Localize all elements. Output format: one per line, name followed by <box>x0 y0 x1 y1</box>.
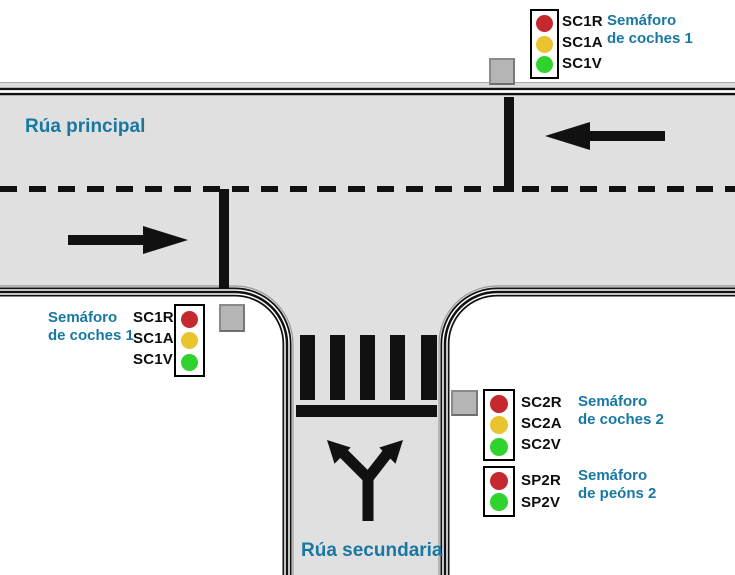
sc1-left-labels: SC1R SC1A SC1V <box>133 307 174 370</box>
sc2-green-label: SC2V <box>521 436 561 453</box>
sc1-top-title-line2: de coches 1 <box>607 30 693 47</box>
sc2-amber-light <box>490 416 508 434</box>
sp2-red-light <box>490 471 508 490</box>
curb-left-inner <box>0 290 289 575</box>
bifurcation-branch-left <box>336 446 371 481</box>
sc1-top-green-label: SC1V <box>562 55 602 72</box>
sc1-left-amber-label: SC1A <box>133 330 174 347</box>
signal-cabinet-right <box>451 390 478 416</box>
bifurcation-stem <box>362 470 374 521</box>
sc1-left-amber-light <box>181 332 198 349</box>
crosswalk-stop-bar <box>296 405 437 417</box>
curb-right-inner <box>443 290 735 575</box>
traffic-light-sc1-top <box>530 9 559 79</box>
stop-line-bottom-lane <box>219 189 229 288</box>
sc1-top-title-line1: Semáforo <box>607 12 677 29</box>
sc1-left-title-line1: Semáforo <box>48 309 118 326</box>
sc1-top-red-light <box>536 14 553 32</box>
lane-arrow-left <box>545 122 665 150</box>
gutter-line-left <box>0 285 294 575</box>
sp2-green-label: SP2V <box>521 493 561 511</box>
sc2-title-line2: de coches 2 <box>578 411 664 428</box>
sp2-green-light <box>490 493 508 512</box>
sp2-labels: SP2R SP2V <box>521 469 561 513</box>
sidewalk-edge-line <box>0 82 735 83</box>
main-road-label: Rúa principal <box>25 116 146 137</box>
sc1-left-green-light <box>181 353 198 371</box>
crosswalk-stripe <box>330 335 345 400</box>
signal-cabinet-left <box>219 304 245 332</box>
sc1-top-amber-light <box>536 35 553 53</box>
sc1-top-title: Semáforo de coches 1 <box>607 12 693 48</box>
sc2-title: Semáforo de coches 2 <box>578 393 664 429</box>
crosswalk-stripe <box>300 335 315 400</box>
junction-curb-right <box>440 287 735 575</box>
sp2-title-line1: Semáforo <box>578 467 648 484</box>
sc1-left-red-light <box>181 310 198 328</box>
sc1-left-red-label: SC1R <box>133 309 174 326</box>
sc2-title-line1: Semáforo <box>578 393 648 410</box>
lane-arrow-right <box>68 226 188 254</box>
sp2-title-line2: de peóns 2 <box>578 485 657 502</box>
sc2-amber-label: SC2A <box>521 415 562 432</box>
crosswalk <box>296 335 437 417</box>
sc1-left-green-label: SC1V <box>133 351 173 368</box>
stop-line-top-lane <box>504 97 514 192</box>
sidewalk-strip <box>0 83 735 88</box>
sc1-left-title: Semáforo de coches 1 <box>48 309 134 345</box>
crosswalk-stripe <box>360 335 375 400</box>
sc1-top-red-label: SC1R <box>562 13 603 30</box>
sc1-top-labels: SC1R SC1A SC1V <box>562 11 603 74</box>
bifurcation-head-left <box>327 440 351 464</box>
sp2-red-label: SP2R <box>521 471 561 489</box>
sc1-left-title-line2: de coches 1 <box>48 327 134 344</box>
crosswalk-stripe <box>421 335 437 400</box>
sc1-top-green-light <box>536 56 553 74</box>
sc2-labels: SC2R SC2A SC2V <box>521 392 562 455</box>
crosswalk-stripe <box>390 335 405 400</box>
bifurcation-head-right <box>379 440 403 464</box>
traffic-light-sc2 <box>483 389 515 461</box>
sc1-top-amber-label: SC1A <box>562 34 603 51</box>
bifurcation-arrow <box>327 440 403 521</box>
traffic-light-sp2 <box>483 466 515 517</box>
sc2-red-label: SC2R <box>521 394 562 411</box>
sc2-red-light <box>490 394 508 413</box>
traffic-light-sc1-left <box>174 304 205 377</box>
secondary-road-label: Rúa secundaria <box>301 540 443 561</box>
gutter-line-right <box>438 285 735 575</box>
junction-curb-left <box>0 287 292 575</box>
sc2-green-light <box>490 437 508 456</box>
signal-cabinet-top <box>489 58 515 85</box>
sp2-title: Semáforo de peóns 2 <box>578 467 656 503</box>
